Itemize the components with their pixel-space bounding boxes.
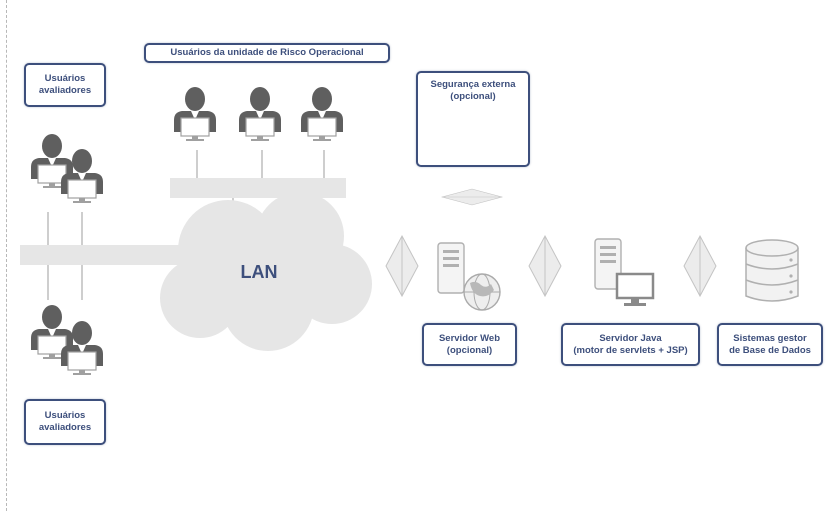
- label-line: (opcional): [450, 91, 496, 102]
- label-line: Sistemas gestor: [733, 332, 807, 344]
- user-icon: [60, 320, 104, 376]
- page-border-line: [6, 0, 7, 511]
- lan-label: LAN: [240, 262, 278, 282]
- evaluators-top-label: Usuários avaliadores: [24, 63, 106, 107]
- connector-icon: [528, 235, 562, 297]
- label-line: (motor de servlets + JSP): [573, 344, 688, 356]
- label-line: Usuários da unidade de Risco Operacional: [170, 47, 364, 58]
- connector-icon: [441, 188, 503, 206]
- risk-users-bar: [170, 178, 346, 198]
- label-line: avaliadores: [38, 85, 92, 96]
- user-icon: [60, 148, 104, 204]
- label-line: Servidor Java: [599, 332, 662, 344]
- lan-cloud: [160, 192, 372, 351]
- connector-icon: [385, 235, 419, 297]
- operational-risk-users-label: Usuários da unidade de Risco Operacional: [144, 43, 390, 63]
- user-icon: [300, 86, 344, 142]
- label-line: avaliadores: [38, 422, 92, 433]
- monitor-icon: [615, 272, 655, 306]
- external-security-label: Segurança externa (opcional): [416, 71, 530, 167]
- label-line: Segurança externa: [430, 79, 516, 90]
- label-line: Usuários: [44, 73, 86, 84]
- label-line: Usuários: [44, 410, 86, 421]
- user-icon: [238, 86, 282, 142]
- connector-icon: [683, 235, 717, 297]
- server-icon: [437, 242, 465, 294]
- evaluators-bottom-label: Usuários avaliadores: [24, 399, 106, 445]
- database-icon: [745, 239, 799, 302]
- globe-icon: [463, 273, 501, 311]
- user-icon: [173, 86, 217, 142]
- label-line: (opcional): [446, 344, 493, 356]
- java-server-label: Servidor Java (motor de servlets + JSP): [561, 323, 700, 366]
- database-system-label: Sistemas gestor de Base de Dados: [717, 323, 823, 366]
- web-server-label: Servidor Web (opcional): [422, 323, 517, 366]
- label-line: de Base de Dados: [729, 344, 811, 356]
- label-line: Servidor Web: [438, 332, 501, 344]
